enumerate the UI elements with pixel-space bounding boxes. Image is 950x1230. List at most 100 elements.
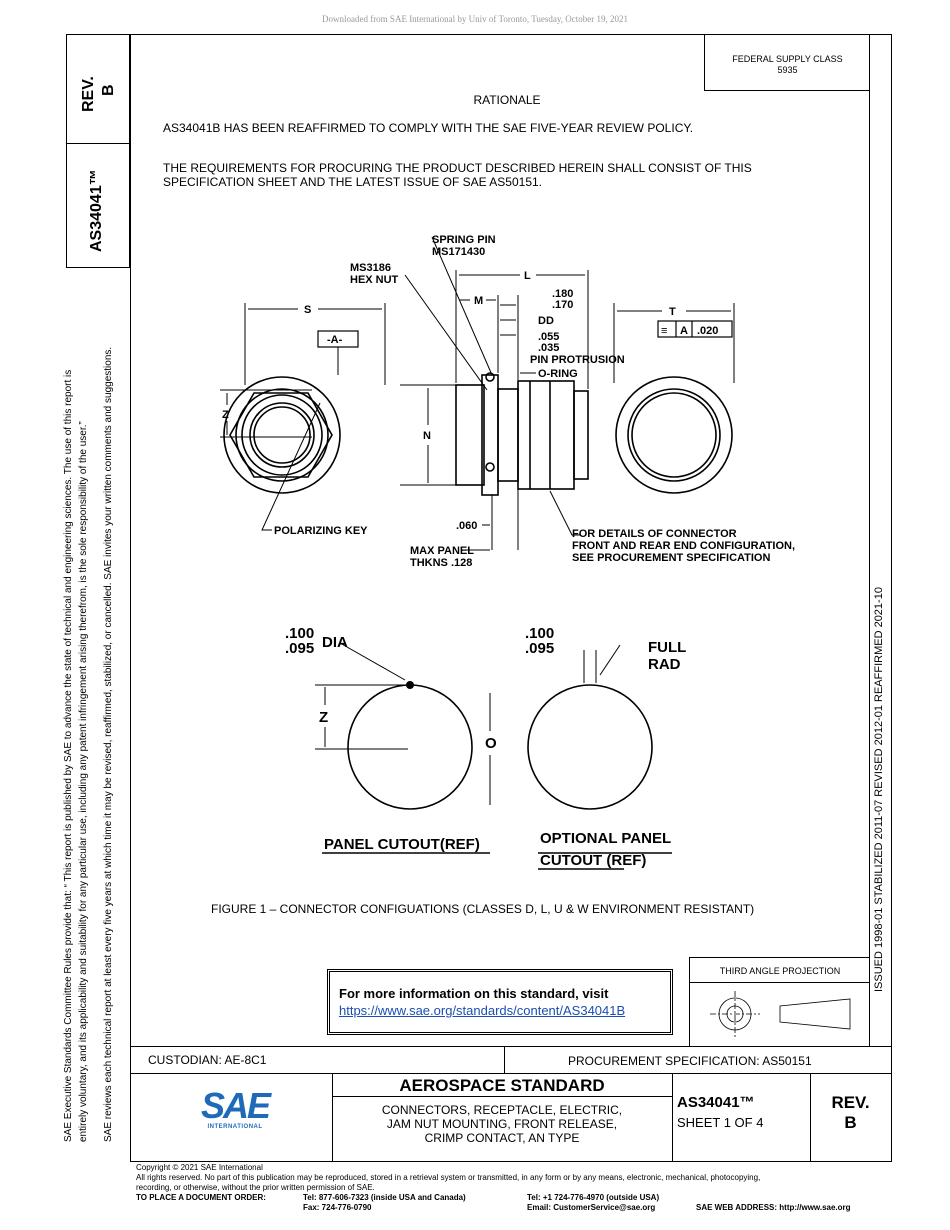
label-rad: RAD [648, 656, 681, 673]
doc-title-line3: CRIMP CONTACT, AN TYPE [424, 1131, 580, 1145]
left-rev-box [66, 34, 130, 144]
projection-box: THIRD ANGLE PROJECTION [689, 957, 870, 1046]
supply-class-label: FEDERAL SUPPLY CLASS [732, 54, 843, 64]
footer-rights-2: recording, or otherwise, without the pri… [136, 1183, 375, 1192]
left-docid-box [66, 144, 130, 268]
label-rad-100: .100 [525, 625, 554, 642]
label-dim-180: .180 [552, 288, 573, 300]
label-dim-060: .060 [456, 520, 477, 532]
footer-web[interactable]: SAE WEB ADDRESS: http://www.sae.org [696, 1203, 851, 1212]
front-outer-circle [223, 376, 341, 494]
front-ring-4 [253, 406, 311, 464]
projection-symbol [710, 991, 851, 1037]
label-dim-n: N [423, 430, 431, 442]
info-box-link[interactable]: https://www.sae.org/standards/content/AS… [339, 1003, 626, 1018]
footer-tel-us: Tel: 877-606-7323 (inside USA and Canada… [303, 1193, 466, 1202]
connector-drawing: SPRING PIN MS171430 MS3186 HEX NUT L M .… [220, 234, 795, 870]
label-dim-t: T [669, 306, 676, 318]
fcf-frame [657, 320, 733, 338]
left-notice-line1: SAE Executive Standards Committee Rules … [63, 369, 74, 1142]
label-dia: DIA [322, 634, 348, 651]
sae-logo-sub: INTERNATIONAL [207, 1124, 263, 1130]
label-details-2: FRONT AND REAR END CONFIGURATION, [572, 540, 795, 552]
label-max-panel: MAX PANEL [410, 545, 474, 557]
procurement-spec: PROCUREMENT SPECIFICATION: AS50151 [568, 1054, 812, 1068]
label-hex-nut: HEX NUT [350, 274, 399, 286]
label-fcf-tolerance: .020 [697, 325, 718, 337]
rationale-body: AS34041B HAS BEEN REAFFIRMED TO COMPLY W… [163, 121, 694, 135]
label-thkns: THKNS .128 [410, 557, 472, 569]
label-fcf-datum: A [680, 325, 688, 337]
hex-nut-outline [229, 392, 333, 478]
rear-outer-circle [615, 376, 733, 494]
footer: Copyright © 2021 SAE International All r… [136, 1163, 760, 1193]
side-shell [517, 380, 575, 490]
label-spring-pin-no: MS171430 [432, 246, 485, 258]
label-dia-095: .095 [285, 640, 314, 657]
label-details-3: SEE PROCUREMENT SPECIFICATION [572, 552, 770, 564]
doc-title: CONNECTORS, RECEPTACLE, ELECTRIC, JAM NU… [332, 1103, 672, 1145]
label-dia-100: .100 [285, 625, 314, 642]
front-ring-3 [249, 402, 315, 468]
label-polarizing-key: POLARIZING KEY [274, 525, 368, 537]
footer-rights-1: All rights reserved. No part of this pub… [136, 1173, 761, 1182]
front-ring-2 [241, 394, 323, 476]
right-margin-divider [869, 34, 870, 1046]
label-dim-dd: DD [538, 315, 554, 327]
rationale-heading: RATIONALE [473, 93, 541, 107]
title-rev: REV. B [810, 1093, 891, 1133]
label-dim-z2: Z [319, 709, 328, 726]
info-box-text: For more information on this standard, v… [339, 986, 609, 1001]
standard-type: AEROSPACE STANDARD [399, 1076, 605, 1095]
footer-fax: Fax: 724-776-0790 [303, 1203, 372, 1212]
label-o-ring: O-RING [538, 368, 578, 380]
label-optional-cutout: CUTOUT (REF) [540, 852, 646, 869]
title-rev-value: B [844, 1113, 857, 1132]
label-full: FULL [648, 639, 686, 656]
side-sleeve [497, 388, 519, 482]
label-dim-035: .035 [538, 342, 559, 354]
title-rev-label: REV. [831, 1093, 870, 1112]
label-dim-s: S [304, 304, 311, 316]
doc-title-line2: JAM NUT MOUNTING, FRONT RELEASE, [386, 1117, 618, 1131]
custodian: CUSTODIAN: AE-8C1 [148, 1053, 267, 1067]
label-rad-095: .095 [525, 640, 554, 657]
label-spring-pin: SPRING PIN [432, 234, 496, 246]
supply-class-box: FEDERAL SUPPLY CLASS 5935 [704, 34, 870, 91]
left-notice-line2: entirely voluntary, and its applicabilit… [78, 421, 89, 1142]
label-hex-nut-ms: MS3186 [350, 262, 391, 274]
footer-copyright: Copyright © 2021 SAE International [136, 1163, 263, 1172]
left-doc-id: AS34041™ [88, 169, 105, 252]
rear-inner-circle-2 [631, 392, 717, 478]
label-dim-o: O [485, 735, 497, 752]
label-dim-170: .170 [552, 299, 573, 311]
sae-logo-text: SAE [200, 1085, 271, 1126]
label-datum-a: -A- [327, 334, 343, 346]
revision-dates: ISSUED 1998-01 STABILIZED 2011-07 REVISE… [873, 587, 885, 992]
left-notice-line3: SAE reviews each technical report at lea… [103, 346, 114, 1142]
label-dim-055: .055 [538, 331, 559, 343]
side-tip [573, 390, 589, 480]
label-optional-panel: OPTIONAL PANEL [540, 830, 671, 847]
footer-order-label: TO PLACE A DOCUMENT ORDER: [136, 1193, 266, 1202]
supply-class-value: 5935 [777, 65, 798, 75]
rear-inner-circle [627, 388, 721, 482]
sae-logo: SAE INTERNATIONAL [195, 1085, 275, 1131]
front-ring-1 [235, 388, 329, 482]
label-details-1: FOR DETAILS OF CONNECTOR [572, 528, 737, 540]
figure-caption: FIGURE 1 – CONNECTOR CONFIGUATIONS (CLAS… [211, 902, 755, 916]
projection-label: THIRD ANGLE PROJECTION [690, 958, 870, 983]
doc-title-line1: CONNECTORS, RECEPTACLE, ELECTRIC, [381, 1103, 623, 1117]
info-box: For more information on this standard, v… [327, 969, 673, 1035]
requirements-line1: THE REQUIREMENTS FOR PROCURING THE PRODU… [163, 161, 752, 175]
requirements-line2: SPECIFICATION SHEET AND THE LATEST ISSUE… [163, 175, 543, 189]
download-banner: Downloaded from SAE International by Uni… [321, 14, 629, 24]
label-fcf-symbol: ≡ [661, 325, 667, 337]
doc-number: AS34041™ [677, 1094, 755, 1111]
footer-tel-intl: Tel: +1 724-776-4970 (outside USA) [527, 1193, 660, 1202]
left-rev-value: B [100, 84, 117, 96]
optional-cutout-circle [527, 684, 653, 810]
footer-email: Email: CustomerService@sae.org [527, 1203, 656, 1212]
side-body [455, 384, 485, 486]
label-pin-protrusion: PIN PROTRUSION [530, 354, 625, 366]
